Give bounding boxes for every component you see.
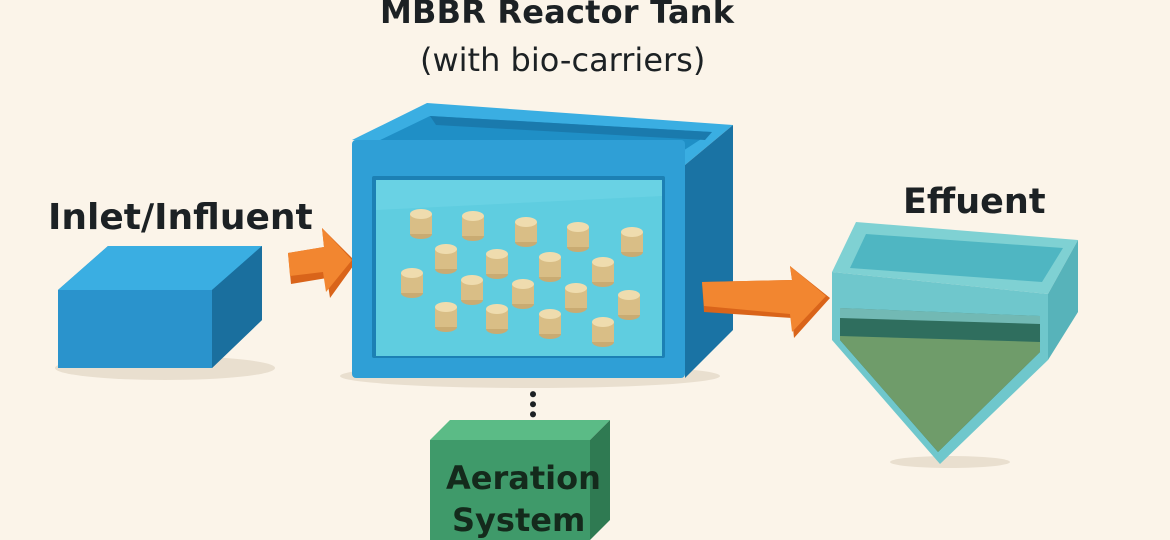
bio-carrier-icon: [410, 209, 432, 239]
bio-carrier-icon: [515, 217, 537, 247]
effluent-label: Effuent: [903, 182, 1046, 222]
bio-carrier-icon: [435, 244, 457, 274]
aeration-label-line2: System: [452, 501, 586, 539]
bio-carrier-icon: [618, 290, 640, 320]
reactor-tank-icon: [340, 103, 733, 388]
bio-carrier-icon: [486, 304, 508, 334]
reactor-title: MBBR Reactor Tank: [380, 0, 735, 31]
flow-arrow-icon: [702, 266, 830, 338]
bio-carrier-icon: [435, 302, 457, 332]
aeration-label-line1: Aeration: [446, 459, 601, 497]
bio-carrier-icon: [621, 227, 643, 257]
bio-carrier-icon: [462, 211, 484, 241]
bio-carrier-icon: [592, 317, 614, 347]
bio-carrier-icon: [486, 249, 508, 279]
bio-carrier-icon: [461, 275, 483, 305]
inlet-block-icon: [55, 246, 275, 380]
bio-carrier-icon: [567, 222, 589, 252]
bio-carrier-group: [401, 209, 643, 347]
bio-carrier-icon: [539, 309, 561, 339]
aeration-box-icon: [430, 420, 610, 540]
bio-carrier-icon: [592, 257, 614, 287]
flow-arrow-icon: [288, 228, 356, 298]
bio-carrier-icon: [401, 268, 423, 298]
reactor-subtitle: (with bio-carriers): [420, 41, 706, 79]
bio-carrier-icon: [539, 252, 561, 282]
bio-carrier-icon: [565, 283, 587, 313]
clarifier-tank-icon: [832, 222, 1078, 468]
bio-carrier-icon: [512, 279, 534, 309]
inlet-label: Inlet/Influent: [48, 197, 313, 238]
